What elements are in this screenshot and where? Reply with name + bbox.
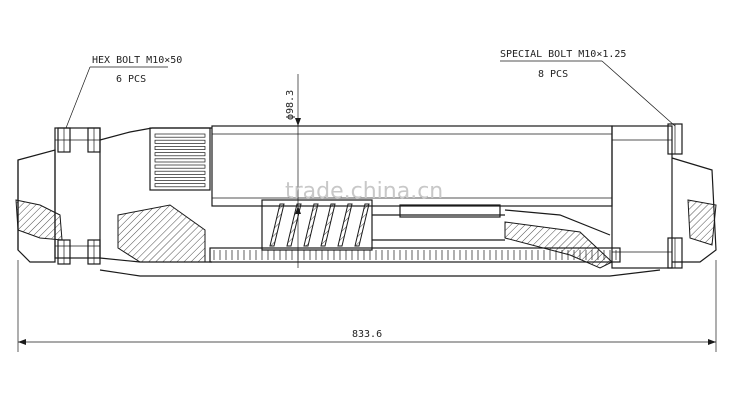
right-wedge-seal xyxy=(504,209,613,269)
cooling-fin xyxy=(154,158,206,163)
watermark: trade.china.cn xyxy=(285,179,443,204)
compression-springs xyxy=(261,199,373,251)
diameter-dim-label: ϕ98.3 xyxy=(285,90,296,120)
overall-length-dimension xyxy=(17,260,717,352)
left-adapter-cone xyxy=(99,127,212,263)
spring-coil xyxy=(320,203,336,247)
cooling-fins xyxy=(149,127,211,191)
special-bolt-spec-label: SPECIAL BOLT M10×1.25 xyxy=(500,49,626,60)
special-bolt-bottom-right xyxy=(667,237,683,269)
cooling-fin xyxy=(154,152,206,157)
lower-shell xyxy=(99,269,661,277)
cooling-fin xyxy=(154,183,206,188)
special-bolt-qty-label: 8 PCS xyxy=(538,69,568,80)
cooling-fin xyxy=(154,170,206,175)
cooling-fin xyxy=(154,177,206,181)
hex-bolt-spec-label: HEX BOLT M10×50 xyxy=(92,55,182,66)
cooling-fin xyxy=(154,164,206,169)
spring-coil xyxy=(286,203,302,247)
hex-bolt-qty-label: 6 PCS xyxy=(116,74,146,85)
special-bolt-leader xyxy=(500,60,676,127)
spring-coil xyxy=(354,203,370,247)
cooling-fin xyxy=(154,146,206,150)
overall-length-dim-label: 833.6 xyxy=(352,329,382,340)
spring-coil xyxy=(303,203,319,247)
spring-coil xyxy=(269,203,285,247)
hex-bolt-leader xyxy=(65,66,168,129)
hex-bolt-bottom-left xyxy=(57,239,101,265)
diameter-dimension xyxy=(295,74,301,268)
cooling-fin xyxy=(154,133,206,138)
special-bolt-top-right xyxy=(667,123,683,155)
right-end-flange xyxy=(611,125,717,269)
spring-coil xyxy=(337,203,353,247)
cooling-fin xyxy=(154,139,206,144)
